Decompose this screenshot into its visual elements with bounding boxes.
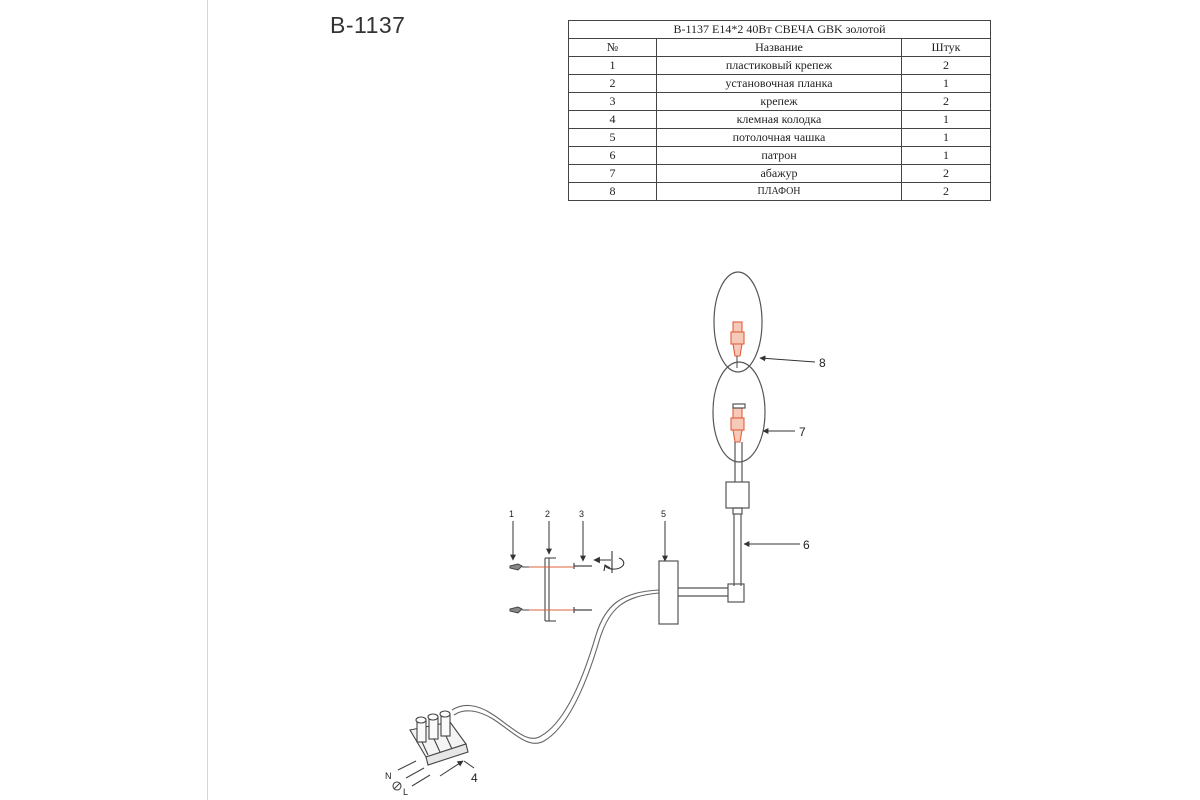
rotation-arrow-icon	[593, 551, 625, 573]
callout-leaders	[439, 355, 816, 777]
power-cable	[451, 589, 660, 744]
callout-7: 7	[799, 425, 806, 439]
table-row: 6 патрон 1	[568, 146, 991, 165]
table-row: 7 абажур 2	[568, 164, 991, 183]
candle-holder	[725, 403, 750, 586]
callout-4: 4	[471, 771, 478, 785]
header-quantity: Штук	[901, 38, 991, 57]
row-name: ПЛАФОН	[656, 182, 902, 201]
table-row: 4 клемная колодка 1	[568, 110, 991, 129]
socket-upper	[730, 321, 745, 368]
callout-6: 6	[803, 538, 810, 552]
callout-3: 3	[579, 509, 584, 519]
plastic-anchor-bottom	[509, 606, 529, 614]
callout-1: 1	[509, 509, 514, 519]
callout-5: 5	[661, 509, 666, 519]
screw-top	[573, 563, 592, 569]
terminal-label-live: L	[403, 787, 408, 797]
shade-upper	[713, 271, 763, 373]
callout-8: 8	[819, 356, 826, 370]
row-name: установочная планка	[656, 74, 902, 93]
shade-lower	[712, 361, 766, 463]
callout-labels: 1 2 3 5 6 7 8 4 N L	[385, 356, 826, 797]
parts-table: B-1137 E14*2 40Вт СВЕЧА GBK золотой № На…	[568, 20, 991, 201]
table-header-row: № Название Штук	[568, 38, 991, 57]
assembly-guide-lines	[529, 566, 574, 611]
table-row: 1 пластиковый крепеж 2	[568, 56, 991, 75]
table-row: 8 ПЛАФОН 2	[568, 182, 991, 201]
model-title: B-1137	[330, 12, 406, 38]
terminal-block	[392, 710, 469, 791]
callout-2: 2	[545, 509, 550, 519]
page-left-border	[207, 0, 208, 800]
terminal-label-neutral: N	[385, 771, 392, 781]
screw-bottom	[573, 607, 592, 613]
plastic-anchor-top	[509, 563, 529, 571]
socket-lower	[730, 407, 745, 443]
lamp-arm	[658, 560, 745, 625]
row-quantity: 2	[901, 182, 991, 201]
